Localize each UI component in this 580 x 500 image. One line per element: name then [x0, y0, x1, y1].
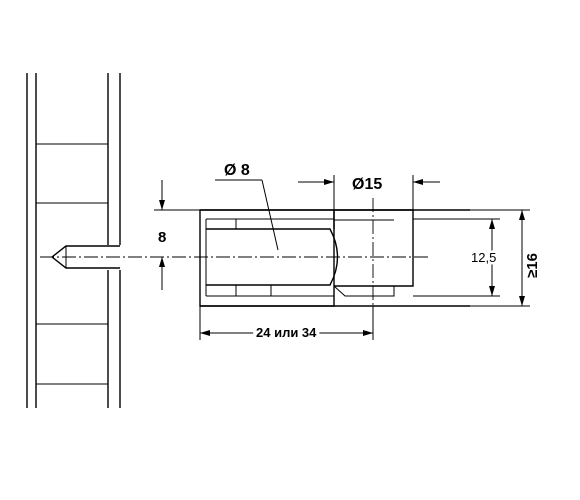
dim-pin-offset: 8	[154, 180, 200, 290]
label-thickness-inner: 12,5	[471, 250, 496, 265]
pin	[50, 245, 122, 270]
label-pin-offset: 8	[158, 229, 166, 246]
dim-thickness-min: ≥16	[470, 209, 541, 307]
dim-thickness-inner: 12,5	[469, 218, 500, 297]
cam-housing	[333, 209, 414, 297]
label-length: 24 или 34	[256, 325, 317, 340]
label-housing-diameter: Ø15	[352, 176, 382, 193]
right-panel	[200, 209, 470, 307]
label-thickness-min: ≥16	[524, 253, 541, 278]
dim-length: 24 или 34	[199, 306, 374, 343]
left-panel	[26, 73, 121, 408]
dim-housing-diameter: Ø15	[298, 175, 440, 210]
dim-pin-diameter: Ø 8	[215, 162, 279, 251]
label-pin-diameter: Ø 8	[224, 162, 250, 179]
connector-housing	[199, 209, 339, 307]
